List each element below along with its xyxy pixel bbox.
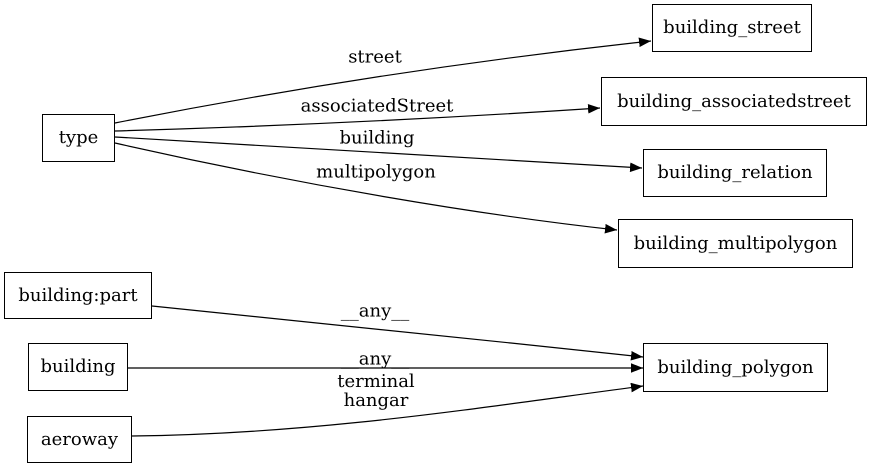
edge-type-building_associatedstreet — [114, 104, 601, 132]
node-building: building — [28, 343, 128, 391]
node-building_multipolygon: building_multipolygon — [618, 219, 853, 268]
node-building_multipolygon-label: building_multipolygon — [633, 232, 838, 254]
edge-label-street: street — [348, 46, 402, 68]
node-type: type — [42, 114, 115, 162]
edge-label-any-building: __any__ — [340, 348, 410, 370]
edge-label-any-building-part: __any__ — [340, 300, 410, 322]
edge-label-multipolygon: multipolygon — [316, 161, 436, 183]
edge-label-associatedstreet: associatedStreet — [300, 95, 454, 117]
edge-type-building_street — [114, 37, 652, 124]
edge-type-building_relation — [114, 136, 643, 173]
edge-label-building: building — [339, 127, 415, 149]
node-building_associatedstreet: building_associatedstreet — [601, 77, 867, 126]
node-aeroway-label: aeroway — [40, 428, 119, 450]
node-building_polygon: building_polygon — [643, 343, 828, 392]
node-building_relation: building_relation — [643, 149, 827, 197]
node-building-label: building — [40, 356, 116, 377]
edge-building_part-building_multipolygon — [114, 142, 618, 234]
node-type-label: type — [58, 127, 99, 148]
node-building_part: building:part — [4, 272, 152, 319]
node-building_street-label: building_street — [663, 17, 801, 38]
edge-aeroway-building_polygon — [131, 382, 644, 437]
edge-building_part-building_polygon — [151, 305, 644, 361]
node-building_relation-label: building_relation — [657, 162, 813, 183]
node-aeroway: aeroway — [27, 416, 132, 463]
node-building_part-label: building:part — [18, 284, 138, 306]
node-building_associatedstreet-label: building_associatedstreet — [617, 90, 851, 112]
node-building_street: building_street — [652, 4, 812, 52]
node-building_polygon-label: building_polygon — [657, 356, 814, 378]
edge-label-terminal-hangar: terminal hangar — [337, 371, 415, 411]
